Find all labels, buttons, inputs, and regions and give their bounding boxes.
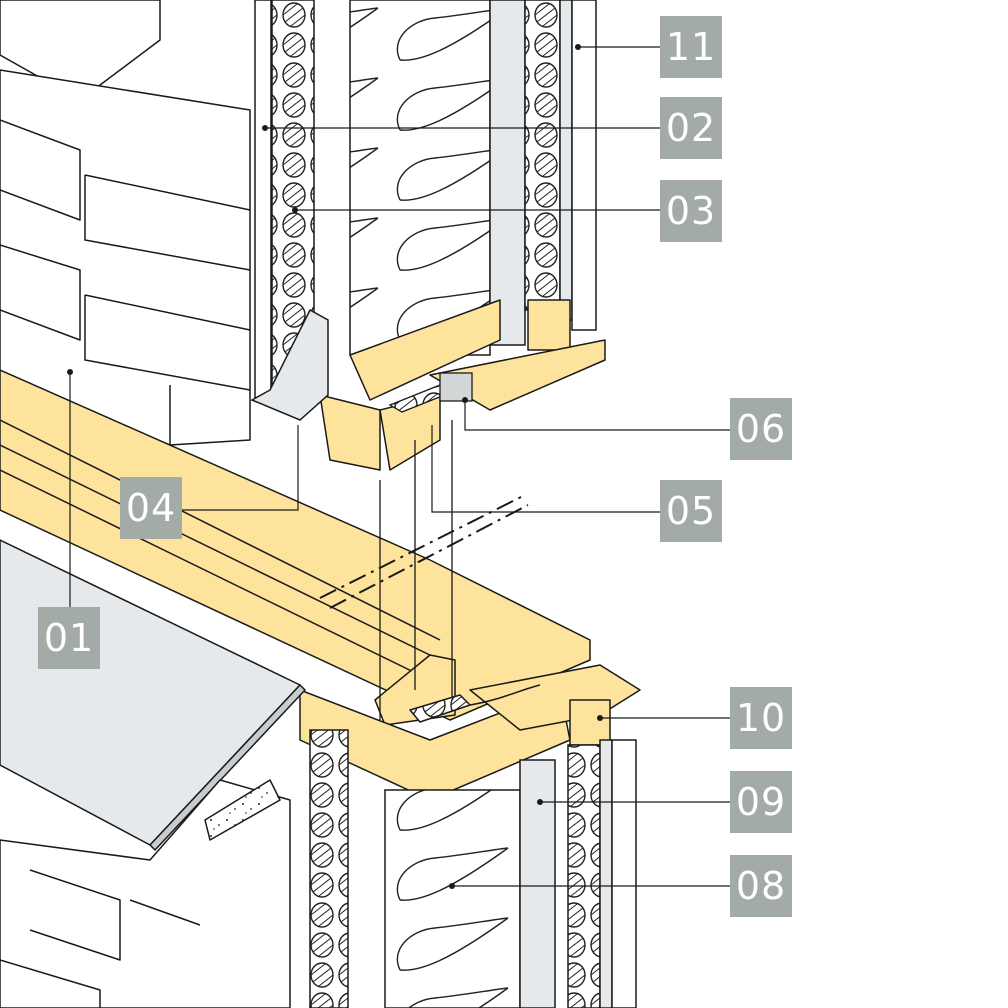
gasket-strip-upper bbox=[388, 372, 473, 413]
leader-lines bbox=[69, 46, 730, 887]
lower-wall-panel bbox=[309, 729, 637, 1008]
callout-11: 11 bbox=[660, 16, 722, 78]
callout-06: 06 bbox=[730, 398, 792, 460]
upper-sole-plates bbox=[319, 299, 606, 471]
lower-brick-wall bbox=[0, 779, 291, 1008]
cavity-tray-flashing bbox=[250, 308, 329, 421]
callout-05: 05 bbox=[660, 480, 722, 542]
callout-02: 02 bbox=[660, 97, 722, 159]
leader-verticals bbox=[379, 420, 453, 720]
lower-sole-plates bbox=[299, 664, 641, 801]
callout-10: 10 bbox=[730, 687, 792, 749]
callout-04: 04 bbox=[120, 477, 182, 539]
callout-08: 08 bbox=[730, 855, 792, 917]
callout-03: 03 bbox=[660, 180, 722, 242]
callout-09: 09 bbox=[730, 771, 792, 833]
header-beam bbox=[0, 369, 591, 726]
callout-01: 01 bbox=[38, 607, 100, 669]
leader-dots bbox=[67, 44, 603, 889]
upper-brick-wall bbox=[0, 0, 251, 446]
